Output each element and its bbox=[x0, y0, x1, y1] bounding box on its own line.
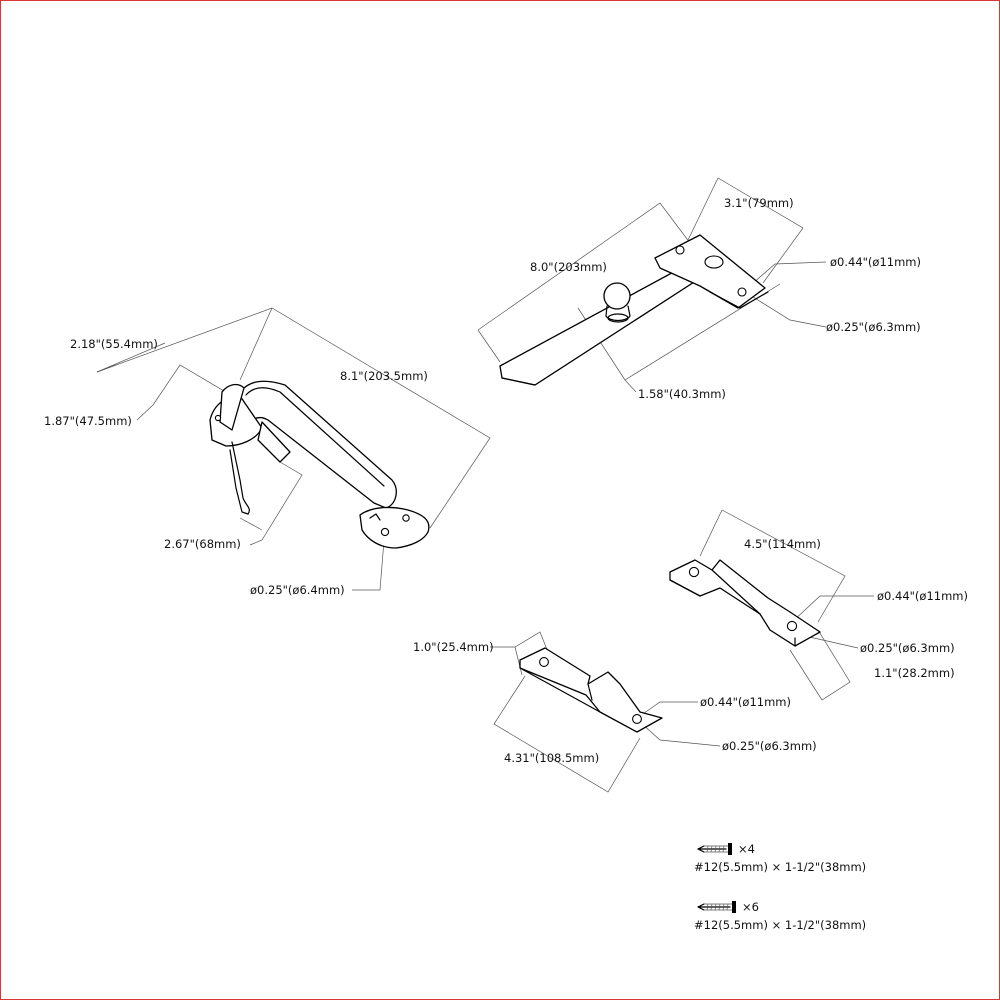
stay-pin-label: 1.58"(40.3mm) bbox=[638, 387, 726, 401]
handle-depth-label: 1.87"(47.5mm) bbox=[44, 414, 132, 428]
stay-bracket-lower bbox=[490, 631, 721, 793]
bracket-right-hole-large-label: ø0.44"(ø11mm) bbox=[877, 589, 968, 603]
handle-length-label: 8.1"(203.5mm) bbox=[340, 369, 428, 383]
stay-bracket-label: 3.1"(79mm) bbox=[724, 196, 794, 210]
bracket-lower-length-label: 4.31"(108.5mm) bbox=[504, 751, 599, 765]
screw-short-spec: #12(5.5mm) × 1-1/2"(38mm) bbox=[694, 860, 866, 874]
stay-hole-small-label: ø0.25"(ø6.3mm) bbox=[826, 320, 921, 334]
bracket-lower-width-label: 1.0"(25.4mm) bbox=[413, 640, 494, 654]
casement-stay-arm bbox=[477, 177, 827, 393]
handle-hole-label: ø0.25"(ø6.4mm) bbox=[250, 583, 345, 597]
bracket-lower-hole-large-label: ø0.44"(ø11mm) bbox=[700, 695, 791, 709]
screw-short-qty: ×4 bbox=[738, 842, 755, 856]
bracket-lower-hole-small-label: ø0.25"(ø6.3mm) bbox=[722, 739, 817, 753]
handle-width-label: 2.18"(55.4mm) bbox=[70, 337, 158, 351]
screw-legend: ×4 #12(5.5mm) × 1-1/2"(38mm) ×6 #12(5.5m… bbox=[694, 842, 866, 932]
screw-long-spec: #12(5.5mm) × 1-1/2"(38mm) bbox=[694, 918, 866, 932]
screw-long-qty: ×6 bbox=[742, 900, 759, 914]
screw-short-icon bbox=[697, 843, 732, 855]
bracket-right-hole-small-label: ø0.25"(ø6.3mm) bbox=[860, 641, 955, 655]
stay-bracket-right bbox=[669, 509, 874, 701]
casement-handle bbox=[96, 307, 491, 591]
stay-hole-large-label: ø0.44"(ø11mm) bbox=[830, 255, 921, 269]
bracket-right-length-label: 4.5"(114mm) bbox=[744, 537, 821, 551]
handle-height-label: 2.67"(68mm) bbox=[164, 537, 241, 551]
screw-long-icon bbox=[697, 901, 736, 913]
bracket-right-height-label: 1.1"(28.2mm) bbox=[874, 666, 955, 680]
stay-length-label: 8.0"(203mm) bbox=[530, 260, 607, 274]
